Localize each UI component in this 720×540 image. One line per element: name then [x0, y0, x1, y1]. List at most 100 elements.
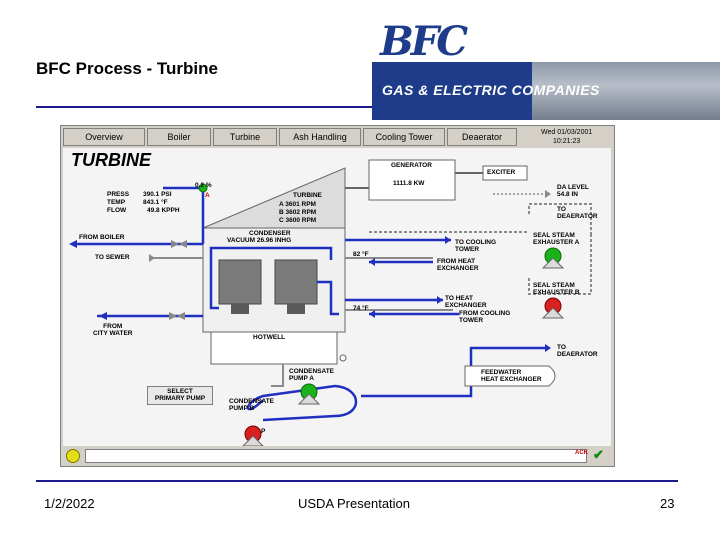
temp-label: TEMP: [107, 199, 126, 206]
footer-page: 23: [660, 496, 675, 511]
alarm-message-field: [85, 449, 587, 463]
logo-mark: BFC: [380, 18, 468, 65]
arrow-to-sewer: [149, 254, 155, 262]
to-deaerator-label-1: TO DEAERATOR: [557, 206, 598, 220]
to-heat-exchanger-label: TO HEAT EXCHANGER: [445, 295, 487, 309]
speed-a: A 3601 RPM: [279, 201, 316, 208]
tab-boiler[interactable]: Boiler: [147, 128, 211, 146]
seal-steam-b-label: SEAL STEAM EXHAUSTER B: [533, 282, 580, 296]
from-boiler-label: FROM BOILER: [79, 234, 125, 241]
flow-value: 49.8 KPPH: [147, 207, 180, 214]
diagram-title: TURBINE: [71, 150, 151, 170]
logo-banner: GAS & ELECTRIC COMPANIES: [372, 62, 720, 120]
slide-title: BFC Process - Turbine: [36, 59, 218, 78]
condensate-pump-b-symbol[interactable]: [242, 425, 264, 446]
from-city-water-label: FROM CITY WATER: [93, 323, 133, 337]
from-cooling-tower-label: FROM COOLING TOWER: [459, 310, 511, 324]
plant-photo: [532, 62, 720, 120]
arrow-to-cooling: [445, 236, 451, 244]
cw-loop-lower: [317, 280, 339, 316]
piping-svg: [69, 159, 592, 446]
valve-steam-b: [179, 240, 187, 248]
process-diagram: TURBINE: [63, 148, 611, 446]
checkmark-icon[interactable]: ✔: [593, 447, 604, 462]
tab-cooling-tower[interactable]: Cooling Tower: [363, 128, 445, 146]
vacuum-label: VACUUM 26.96 INHG: [227, 237, 292, 244]
seal-steam-line-b: [528, 234, 592, 295]
time-text: 10:21:23: [553, 138, 581, 145]
tube-base-b: [287, 304, 305, 314]
condensate-pump-b-label: CONDENSATE PUMP B: [229, 398, 275, 412]
tab-overview[interactable]: Overview: [63, 128, 145, 146]
hotwell-indicator: [339, 354, 347, 362]
cw-temp-1: 82 °F: [353, 251, 369, 258]
to-cooling-tower-label: TO COOLING TOWER: [455, 239, 497, 253]
footer-date: 1/2/2022: [44, 496, 95, 511]
condensate-loop: [246, 384, 358, 422]
footer-rule: [36, 480, 678, 482]
condensate-pump-a-label: CONDENSATE PUMP A: [289, 368, 335, 382]
arrow-to-deaerator-1: [545, 190, 551, 198]
steam-valve-indicator: [198, 183, 208, 193]
valve-flag: A: [205, 192, 210, 199]
arrow-from-hx: [369, 258, 375, 266]
da-level-label: DA LEVEL 54.8 IN: [557, 184, 589, 198]
select-primary-pump-button[interactable]: SELECT PRIMARY PUMP: [147, 386, 213, 405]
to-sewer-label: TO SEWER: [95, 254, 130, 261]
speed-c: C 3600 RPM: [279, 217, 317, 224]
condensate-pump-a-symbol[interactable]: [297, 383, 321, 405]
generator-kw: 1111.8 KW: [393, 180, 425, 187]
arrow-from-boiler: [69, 240, 77, 248]
from-heat-exchanger-label: FROM HEAT EXCHANGER: [437, 258, 479, 272]
title-rule: [36, 106, 372, 108]
seal-steam-line-a: [528, 203, 592, 234]
tube-bundle-a: [218, 259, 262, 305]
date-text: Wed 01/03/2001: [541, 129, 593, 136]
company-logo: BFC GAS & ELECTRIC COMPANIES: [372, 18, 720, 120]
ack-button[interactable]: ACK: [575, 450, 588, 456]
tab-ash-handling[interactable]: Ash Handling: [279, 128, 361, 146]
hmi-screen: Overview Boiler Turbine Ash Handling Coo…: [60, 125, 615, 467]
hotwell-box: [210, 331, 338, 365]
generator-label: GENERATOR: [391, 162, 432, 169]
temp-value: 843.1 °F: [143, 199, 168, 206]
tube-bundle-b: [274, 259, 318, 305]
footer-center: USDA Presentation: [298, 496, 411, 511]
status-bar: ACK ✔: [63, 447, 611, 464]
feedwater-hx-shape: [464, 365, 556, 387]
cw-temp-2: 74 °F: [353, 305, 369, 312]
cw-loop-upper: [209, 246, 333, 310]
press-value: 390.1 PSI: [143, 191, 172, 198]
exciter-label: EXCITER: [487, 169, 516, 176]
tab-deaerator[interactable]: Deaerator: [447, 128, 517, 146]
tab-bar: Overview Boiler Turbine Ash Handling Coo…: [63, 128, 519, 146]
arrow-to-deaerator-2: [545, 344, 551, 352]
logo-text: GAS & ELECTRIC COMPANIES: [382, 82, 600, 98]
valve-city-b: [177, 312, 185, 320]
seal-exhauster-a-symbol[interactable]: [541, 247, 565, 269]
arrow-from-cooling: [369, 310, 375, 318]
hotwell-label: HOTWELL: [253, 334, 286, 341]
condenser-label: CONDENSER: [249, 230, 291, 237]
pump-b-flag: P: [261, 428, 266, 435]
seal-exhauster-b-symbol[interactable]: [541, 297, 565, 319]
seal-steam-a-label: SEAL STEAM EXHAUSTER A: [533, 232, 580, 246]
tab-turbine[interactable]: Turbine: [213, 128, 277, 146]
turbine-label: TURBINE: [293, 192, 322, 199]
arrow-to-hx: [437, 296, 443, 304]
press-label: PRESS: [107, 191, 130, 198]
turbine-body: [202, 167, 346, 229]
flow-label: FLOW: [107, 207, 127, 214]
hotwell-drain: [271, 364, 284, 387]
generator-box: [368, 159, 456, 201]
datetime: Wed 01/03/2001 10:21:23: [541, 128, 592, 146]
arrow-city-water: [99, 312, 107, 320]
speed-b: B 3602 RPM: [279, 209, 317, 216]
valve-pct: 0.2 %: [195, 182, 212, 189]
valve-city-a: [169, 312, 177, 320]
alarm-led-icon: [66, 449, 80, 463]
valve-steam-a: [171, 240, 179, 248]
feedwater-hx-label: FEEDWATER HEAT EXCHANGER: [481, 369, 542, 383]
tube-base-a: [231, 304, 249, 314]
to-deaerator-label-2: TO DEAERATOR: [557, 344, 598, 358]
